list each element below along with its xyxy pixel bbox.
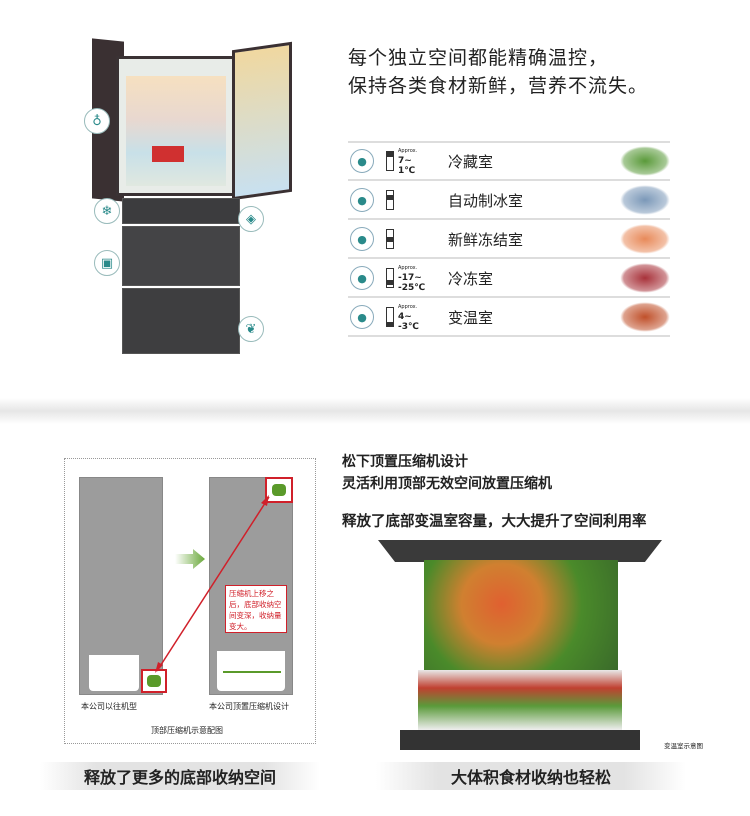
width-arrow-icon — [223, 671, 281, 673]
temperature-text: 1℃ — [398, 166, 416, 176]
bottle-icon: ● — [350, 149, 374, 173]
callout-text: 压缩机上移之后，底部收纳空间变深，收纳量变大。 — [225, 585, 287, 633]
old-compressor — [141, 669, 167, 693]
temperature-text: -17~ — [398, 273, 422, 283]
temperature-text: -3℃ — [398, 322, 419, 332]
section-divider — [0, 398, 750, 424]
arrow-right-icon — [175, 549, 205, 569]
compartment-position-icon — [386, 229, 394, 249]
salad-image — [620, 146, 670, 176]
compartment-position-icon — [386, 268, 394, 288]
headline-line-2: 保持各类食材新鲜，营养不流失。 — [348, 75, 649, 97]
vegetable-icon: ● — [350, 305, 374, 329]
ice-cubes-image — [620, 185, 670, 215]
approx-label: Approx. — [398, 265, 418, 271]
old-model-label: 本公司以往机型 — [81, 702, 137, 711]
compartment-row: ● Approx. 4~-3℃ 变温室 — [348, 299, 670, 337]
drawer-image — [378, 540, 662, 752]
refrigerator-image — [92, 36, 300, 356]
banner-left: 释放了更多的底部收纳空间 — [40, 762, 320, 790]
compartment-row: ● 自动制冰室 — [348, 182, 670, 220]
compartment-position-icon — [386, 190, 394, 210]
approx-label: Approx. — [398, 304, 418, 310]
compartment-name: 变温室 — [448, 308, 494, 327]
compartment-row: ● 新鲜冻结室 — [348, 221, 670, 259]
diagram-caption: 顶部压缩机示意配图 — [145, 725, 229, 736]
temperature-range: Approx. -17~-25℃ — [398, 263, 448, 293]
temperature-range: Approx. 4~-3℃ — [398, 302, 448, 332]
capacity-text: 释放了底部变温室容量，大大提升了空间利用率 — [342, 514, 647, 530]
vegetable-icon: ❦ — [238, 316, 264, 342]
compartment-name: 自动制冰室 — [448, 191, 524, 210]
ice-icon: ❄ — [94, 198, 120, 224]
temperature-text: 4~ — [398, 312, 412, 322]
temperature-text: 7~ — [398, 156, 412, 166]
freezer-icon: ▣ — [94, 250, 120, 276]
headline-line-1: 每个独立空间都能精确温控， — [348, 47, 609, 69]
new-model-label: 本公司顶置压缩机设计 — [209, 702, 289, 711]
salmon-image — [620, 224, 670, 254]
vegetables-image — [620, 302, 670, 332]
divider — [348, 141, 670, 143]
compartment-row: ● Approx. -17~-25℃ 冷冻室 — [348, 260, 670, 298]
fish-icon: ● — [350, 227, 374, 251]
compressor-diagram: 压缩机上移之后，底部收纳空间变深，收纳量变大。 本公司以往机型 本公司顶置压缩机… — [64, 458, 316, 744]
compartment-row: ● Approx. 7~1℃ 冷藏室 — [348, 143, 670, 181]
compressor-subtitle: 灵活利用顶部无效空间放置压缩机 — [342, 476, 552, 492]
compartment-name: 冷冻室 — [448, 269, 494, 288]
compartment-name: 新鲜冻结室 — [448, 230, 524, 249]
approx-label: Approx. — [398, 148, 418, 154]
banner-right: 大体积食材收纳也轻松 — [376, 762, 686, 790]
compartment-name: 冷藏室 — [448, 152, 494, 171]
compartment-position-icon — [386, 151, 394, 171]
bottle-icon: ♁ — [84, 108, 110, 134]
compartment-position-icon — [386, 307, 394, 327]
temperature-text: -25℃ — [398, 283, 426, 293]
temperature-range: Approx. 7~1℃ — [398, 146, 448, 176]
top-compressor — [265, 477, 293, 503]
drawer-caption: 变温室示意图 — [664, 742, 703, 750]
steak-image — [620, 263, 670, 293]
freezer-icon: ● — [350, 266, 374, 290]
old-drawer-space — [89, 655, 139, 691]
diagonal-arrow-icon — [155, 495, 270, 673]
headline: 每个独立空间都能精确温控， 保持各类食材新鲜，营养不流失。 — [348, 44, 648, 100]
fish-icon: ◈ — [238, 206, 264, 232]
ice-icon: ● — [350, 188, 374, 212]
compressor-title: 松下顶置压缩机设计 — [342, 454, 468, 470]
